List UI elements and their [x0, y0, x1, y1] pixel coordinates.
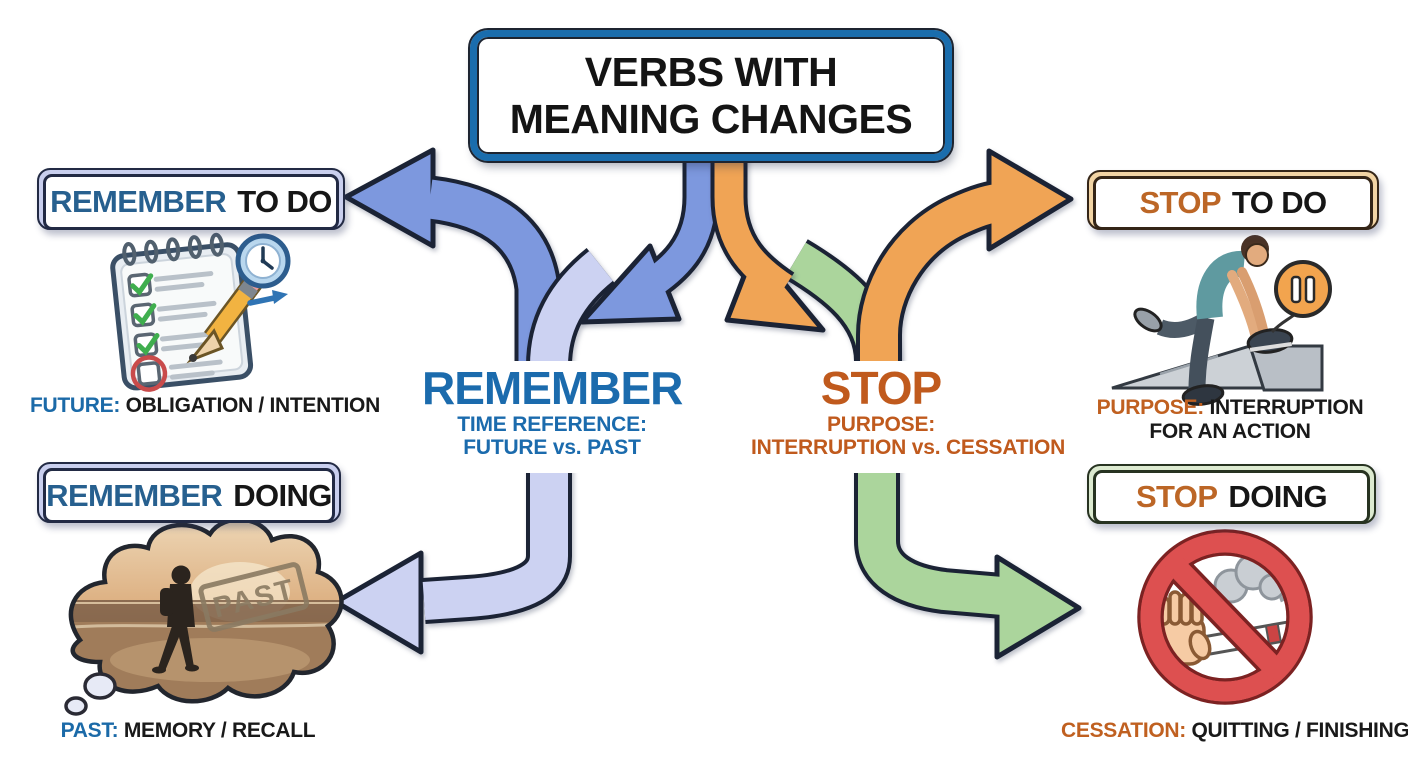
stop-to-do-caption-line1-text: INTERRUPTION [1209, 396, 1364, 419]
stop-branch-heading: STOP PURPOSE: INTERRUPTION vs. CESSATION [751, 361, 1066, 473]
remember-doing-box: REMEMBER DOING [37, 462, 341, 523]
remember-doing-verb: REMEMBER [46, 477, 223, 513]
stop-sub2: INTERRUPTION vs. CESSATION [751, 436, 1066, 459]
stop-heading: STOP [820, 362, 942, 414]
remember-to-do-verb: REMEMBER [50, 184, 227, 219]
remember-doing-caption-key: PAST: [60, 719, 119, 742]
remember-to-do-caption-rest: OBLIGATION / INTENTION [125, 394, 381, 417]
checklist-with-clock-icon [110, 232, 291, 392]
remember-doing-caption: PAST: MEMORY / RECALL [18, 719, 358, 743]
stop-to-do-verb: STOP [1139, 185, 1221, 220]
stop-sub1: PURPOSE: [826, 413, 936, 436]
stop-to-do-caption: PURPOSE: INTERRUPTION FOR AN ACTION [1059, 396, 1401, 444]
remember-branch-heading: REMEMBER TIME REFERENCE: FUTURE vs. PAST [422, 361, 683, 473]
stop-to-do-caption-key: PURPOSE: [1096, 396, 1205, 419]
remember-to-do-box: REMEMBER TO DO [37, 168, 345, 230]
arrow-orange-to-stop [710, 145, 826, 333]
remember-doing-rest: DOING [233, 477, 332, 513]
stop-doing-box: STOP DOING [1087, 464, 1376, 524]
person-tying-shoe-pause-icon [1111, 235, 1332, 406]
walking-person-silhouette [152, 565, 199, 674]
stop-doing-verb: STOP [1135, 479, 1218, 514]
remember-doing-caption-rest: MEMORY / RECALL [123, 719, 316, 742]
arrow-blue-to-remember-to-do [343, 147, 562, 368]
remember-to-do-caption: FUTURE: OBLIGATION / INTENTION [30, 394, 380, 418]
arrow-orange-to-stop-to-do [856, 148, 1074, 362]
thought-bubble-beach-memory-icon: PAST [64, 517, 344, 716]
stop-doing-caption-rest: QUITTING / FINISHING [1191, 719, 1408, 742]
remember-sub2: FUTURE vs. PAST [463, 436, 641, 459]
small-right-arrow-icon [247, 290, 288, 306]
clock-icon [235, 233, 291, 289]
remember-heading: REMEMBER [422, 362, 683, 414]
stop-to-do-rest: TO DO [1231, 185, 1327, 220]
remember-sub1: TIME REFERENCE: [457, 413, 647, 436]
stop-to-do-caption-line1: PURPOSE: INTERRUPTION [1059, 396, 1401, 420]
pause-icon [1274, 260, 1332, 318]
no-smoking-icon [1137, 529, 1313, 705]
stop-doing-caption-key: CESSATION: [1061, 719, 1186, 742]
stop-to-do-caption-line2: FOR AN ACTION [1149, 420, 1311, 443]
title-line2: MEANING CHANGES [509, 95, 913, 142]
stop-to-do-box: STOP TO DO [1087, 170, 1379, 230]
arrow-blue-to-remember [579, 145, 720, 325]
stop-doing-caption: CESSATION: QUITTING / FINISHING [1061, 719, 1408, 743]
title-box: VERBS WITH MEANING CHANGES [468, 28, 954, 163]
remember-to-do-rest: TO DO [237, 184, 332, 219]
stop-doing-rest: DOING [1228, 479, 1328, 514]
remember-to-do-caption-key: FUTURE: [30, 394, 121, 417]
title-line1: VERBS WITH [584, 48, 838, 95]
